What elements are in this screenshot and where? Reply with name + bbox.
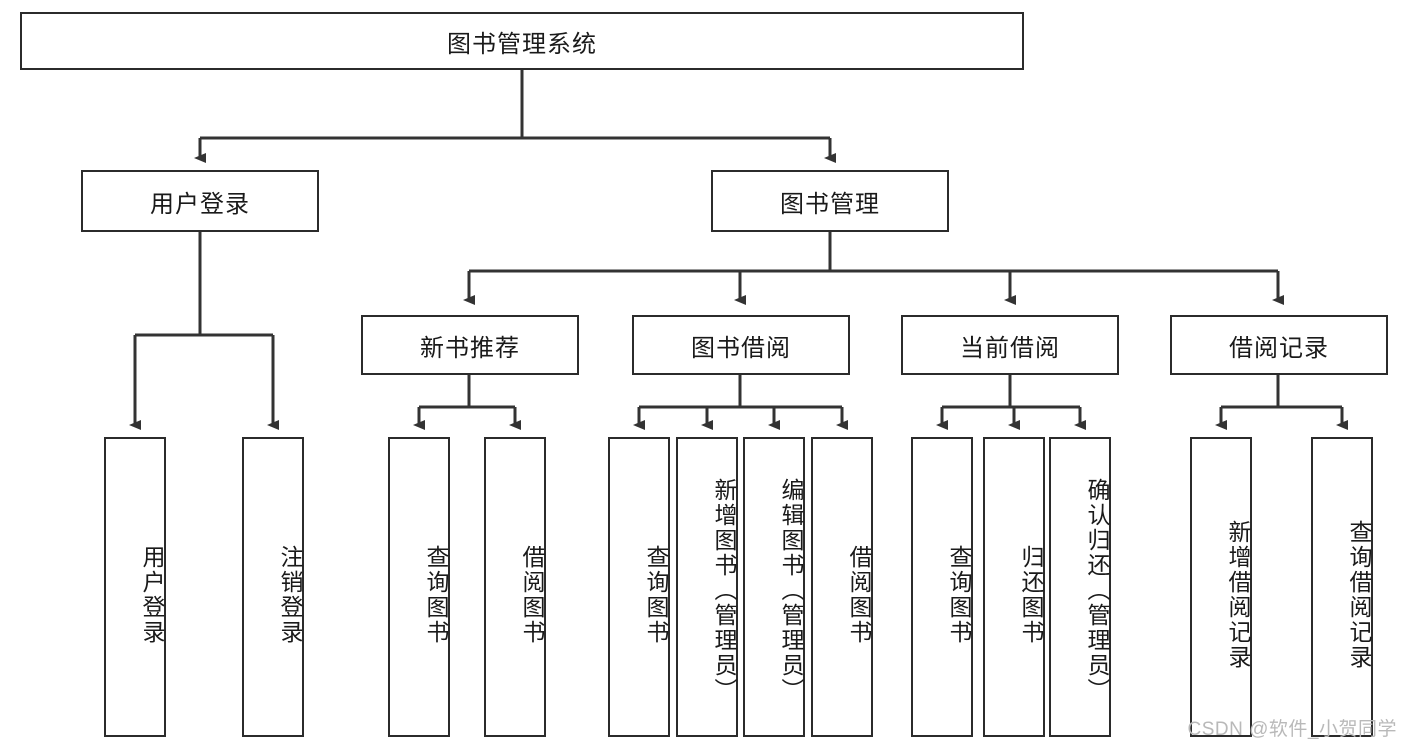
leaf-return-book[interactable]: 归还图书	[983, 437, 1045, 737]
leaf-query-book-current[interactable]: 查询图书	[911, 437, 973, 737]
node-book-management[interactable]: 图书管理	[711, 170, 949, 232]
node-current-borrowing[interactable]: 当前借阅	[901, 315, 1119, 375]
node-book-borrowing[interactable]: 图书借阅	[632, 315, 850, 375]
leaf-borrow-book-borrowing[interactable]: 借阅图书	[811, 437, 873, 737]
leaf-add-borrowing-record[interactable]: 新增借阅记录	[1190, 437, 1252, 737]
node-user-login[interactable]: 用户登录	[81, 170, 319, 232]
node-borrowing-record[interactable]: 借阅记录	[1170, 315, 1388, 375]
node-new-book-recommendation[interactable]: 新书推荐	[361, 315, 579, 375]
leaf-query-borrowing-record[interactable]: 查询借阅记录	[1311, 437, 1373, 737]
leaf-user-logout[interactable]: 注销登录	[242, 437, 304, 737]
leaf-user-login[interactable]: 用户登录	[104, 437, 166, 737]
csdn-watermark: CSDN @软件_小贺同学	[1187, 719, 1397, 740]
leaf-edit-book-admin[interactable]: 编辑图书（管理员）	[743, 437, 805, 737]
leaf-query-book-borrowing[interactable]: 查询图书	[608, 437, 670, 737]
node-root-system[interactable]: 图书管理系统	[20, 12, 1024, 70]
leaf-borrow-book-recommendation[interactable]: 借阅图书	[484, 437, 546, 737]
leaf-confirm-return-admin[interactable]: 确认归还（管理员）	[1049, 437, 1111, 737]
leaf-query-book-recommendation[interactable]: 查询图书	[388, 437, 450, 737]
leaf-add-book-admin[interactable]: 新增图书（管理员）	[676, 437, 738, 737]
